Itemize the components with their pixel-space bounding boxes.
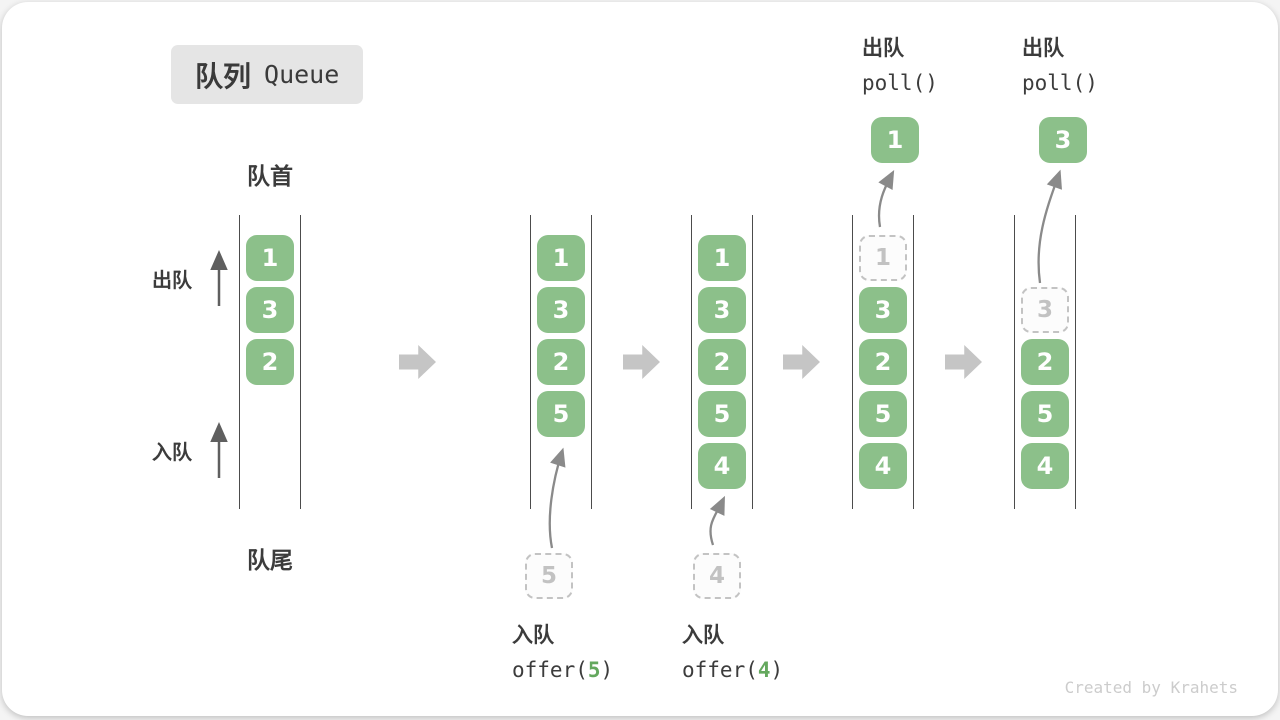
dequeued-slot: 1 <box>859 235 907 281</box>
label-enqueue: 入队 <box>152 440 192 464</box>
op-code-label: poll() <box>862 71 938 95</box>
op-offer-4: 入队 offer(4) <box>682 619 783 682</box>
op-code-label: poll() <box>1022 71 1098 95</box>
queue-column <box>239 215 301 509</box>
queue-column <box>852 215 914 509</box>
code-text: ) <box>600 658 614 682</box>
op-action-label: 出队 <box>1022 36 1064 60</box>
op-poll-second: 出队 poll() <box>1022 32 1098 95</box>
op-code-label: offer(5) <box>512 658 613 682</box>
code-arg: 5 <box>587 658 601 682</box>
queue-item: 3 <box>246 287 294 333</box>
op-poll-first: 出队 poll() <box>862 32 938 95</box>
queue-item: 2 <box>537 339 585 385</box>
queue-item: 4 <box>859 443 907 489</box>
transition-arrow-icon <box>783 345 820 379</box>
code-arg: 4 <box>757 658 771 682</box>
label-queue-front: 队首 <box>247 164 293 190</box>
dequeued-item: 3 <box>1039 117 1087 163</box>
dequeued-item: 1 <box>871 117 919 163</box>
queue-column <box>1014 215 1076 509</box>
queue-item: 2 <box>246 339 294 385</box>
queue-item: 4 <box>698 443 746 489</box>
queue-item: 5 <box>1021 391 1069 437</box>
label-dequeue: 出队 <box>152 268 192 292</box>
incoming-item: 4 <box>693 553 741 599</box>
label-queue-rear: 队尾 <box>247 548 293 574</box>
queue-title-badge: 队列 Queue <box>171 45 364 104</box>
queue-item: 2 <box>1021 339 1069 385</box>
transition-arrow-icon <box>623 345 660 379</box>
queue-item: 4 <box>1021 443 1069 489</box>
queue-item: 3 <box>859 287 907 333</box>
queue-item: 5 <box>698 391 746 437</box>
code-text: offer( <box>512 658 588 682</box>
queue-item: 1 <box>246 235 294 281</box>
queue-item: 2 <box>859 339 907 385</box>
queue-item: 5 <box>537 391 585 437</box>
op-action-label: 出队 <box>862 36 904 60</box>
code-text: offer( <box>682 658 758 682</box>
queue-item: 3 <box>537 287 585 333</box>
queue-item: 5 <box>859 391 907 437</box>
op-offer-5: 入队 offer(5) <box>512 619 613 682</box>
queue-item: 2 <box>698 339 746 385</box>
op-action-label: 入队 <box>512 623 554 647</box>
queue-item: 1 <box>698 235 746 281</box>
transition-arrow-icon <box>399 345 436 379</box>
title-en: Queue <box>264 60 340 89</box>
code-text: ) <box>770 658 784 682</box>
op-code-label: offer(4) <box>682 658 783 682</box>
op-action-label: 入队 <box>682 623 724 647</box>
incoming-item: 5 <box>525 553 573 599</box>
queue-column <box>691 215 753 509</box>
title-zh: 队列 <box>195 59 252 93</box>
watermark: Created by Krahets <box>1064 678 1238 697</box>
queue-column <box>530 215 592 509</box>
queue-item: 3 <box>698 287 746 333</box>
dequeued-slot: 3 <box>1021 287 1069 333</box>
transition-arrow-icon <box>945 345 982 379</box>
queue-item: 1 <box>537 235 585 281</box>
